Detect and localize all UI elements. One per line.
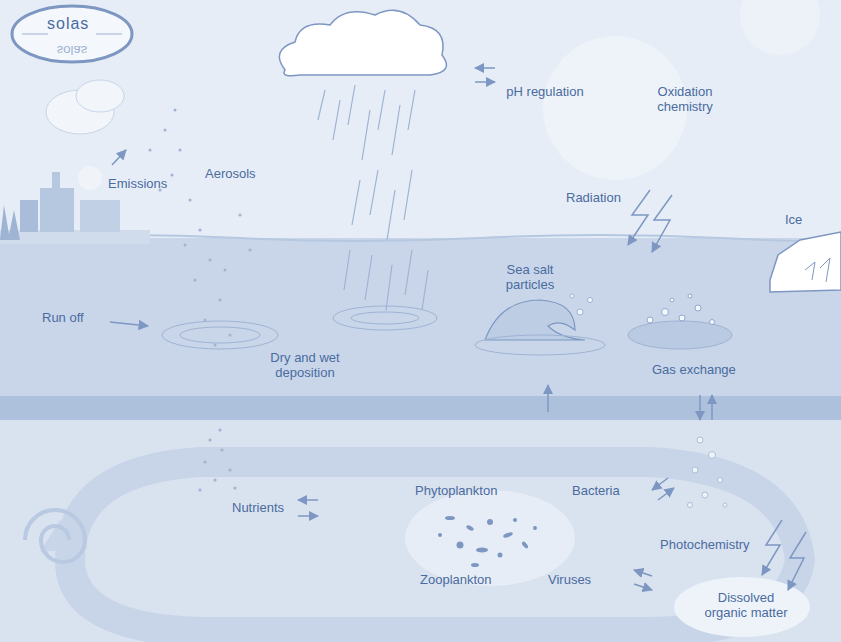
diagram-label: Phytoplankton [415, 483, 497, 498]
diagram-label: Bacteria [572, 483, 620, 498]
logo-text: solas [47, 16, 89, 31]
diagram-label: Ice [785, 212, 802, 227]
diagram-label: Aerosols [205, 166, 256, 181]
diagram-label: Viruses [548, 572, 591, 587]
diagram-label: Run off [42, 310, 84, 325]
diagram-label: Dry and wet deposition [250, 350, 360, 380]
diagram-label: Sea salt particles [490, 262, 570, 292]
diagram-label: Radiation [566, 190, 621, 205]
diagram-label: Oxidation chemistry [640, 84, 730, 114]
diagram-label: Nutrients [232, 500, 284, 515]
svg-text:solas: solas [57, 43, 88, 58]
diagram-label: Dissolved organic matter [696, 590, 796, 620]
diagram-label: Zooplankton [420, 572, 492, 587]
diagram-label: Photochemistry [660, 537, 750, 552]
diagram-label: pH regulation [505, 84, 585, 99]
diagram-label: Gas exchange [652, 362, 736, 377]
diagram-label: Emissions [108, 176, 167, 191]
